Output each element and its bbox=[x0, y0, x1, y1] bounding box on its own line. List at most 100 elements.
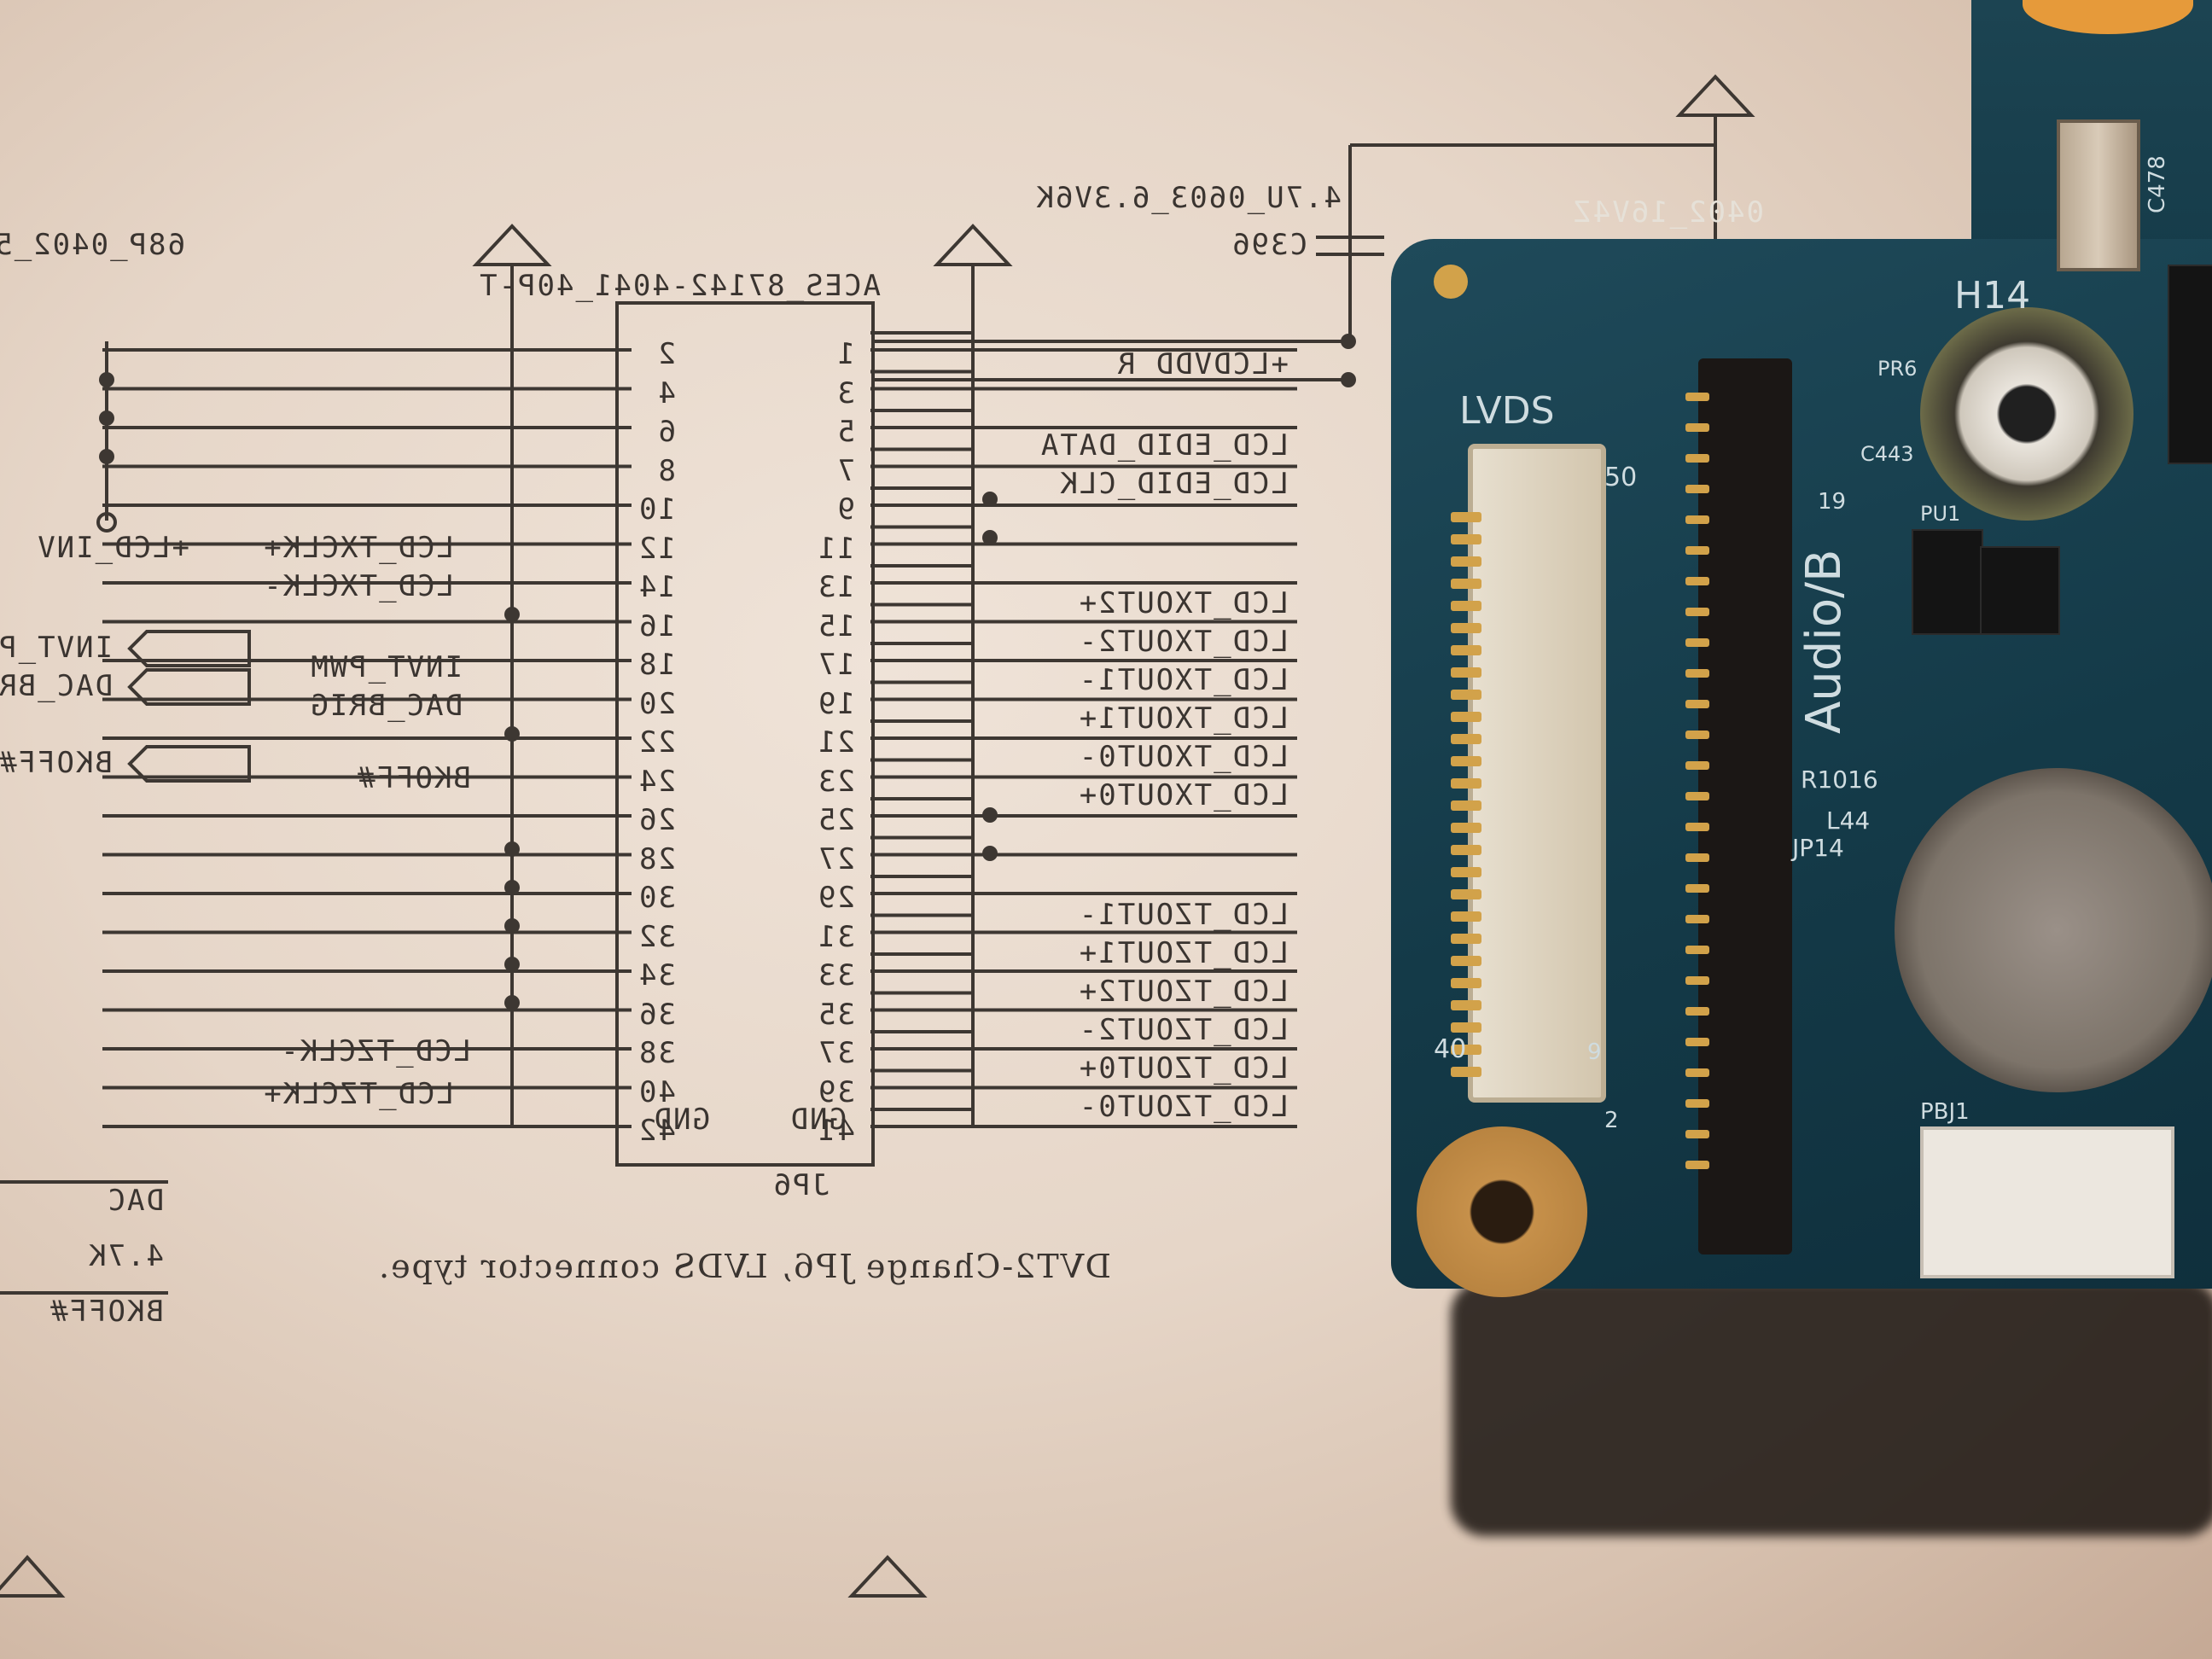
silk-pbj1: PBJ1 bbox=[1920, 1099, 1970, 1125]
silk-audio-b: Audio/B bbox=[1796, 549, 1852, 734]
pin-number-even: 28 bbox=[637, 841, 676, 876]
fpc-pin bbox=[1685, 454, 1709, 463]
connector-pin bbox=[1451, 1067, 1481, 1077]
lvds-connector-white[interactable] bbox=[1468, 444, 1606, 1103]
bottom-left-label: DAC bbox=[106, 1184, 164, 1218]
junction-dot bbox=[1341, 334, 1356, 349]
fpc-pin bbox=[1685, 946, 1709, 954]
pin-number-even: 12 bbox=[637, 531, 676, 566]
junction-dot bbox=[982, 807, 998, 823]
connector-pin bbox=[1451, 1045, 1481, 1055]
connector-pin bbox=[1451, 734, 1481, 744]
pin-number-even: 40 bbox=[637, 1074, 676, 1109]
fpc-pin bbox=[1685, 823, 1709, 831]
junction-dot bbox=[982, 530, 998, 545]
fpc-pin bbox=[1685, 792, 1709, 800]
signal-label-right: LCD_TZOUT1+ bbox=[1077, 936, 1289, 970]
connector-pin bbox=[1451, 601, 1481, 611]
mounting-hole bbox=[1417, 1126, 1587, 1297]
pin-number-odd: 33 bbox=[817, 958, 855, 992]
signal-label-left: LCD_TZCLK- bbox=[279, 1034, 471, 1068]
connector-ref-label: JP6 bbox=[771, 1168, 830, 1202]
silk-c443: C443 bbox=[1860, 442, 1914, 466]
pin-number-even: 42 bbox=[637, 1114, 676, 1148]
silk-pin9: 9 bbox=[1587, 1039, 1602, 1065]
pin-number-odd: 15 bbox=[817, 608, 855, 643]
pin-number-even: 36 bbox=[637, 997, 676, 1032]
fpc-pin bbox=[1685, 976, 1709, 985]
silk-lvds: LVDS bbox=[1459, 389, 1555, 433]
pin-number-even: 26 bbox=[637, 803, 676, 837]
junction-dot bbox=[504, 726, 520, 742]
pin-number-even: 34 bbox=[637, 958, 676, 992]
fpc-pin bbox=[1685, 577, 1709, 585]
pin-number-even: 14 bbox=[637, 570, 676, 604]
connector-pin bbox=[1451, 556, 1481, 567]
connector-pin bbox=[1451, 823, 1481, 833]
connector-pin bbox=[1451, 534, 1481, 544]
power-triangle-left bbox=[472, 224, 552, 266]
junction-dot bbox=[982, 846, 998, 861]
fpc-connector-black[interactable] bbox=[1698, 358, 1792, 1254]
silk-pu1: PU1 bbox=[1920, 502, 1961, 526]
pin-number-odd: 35 bbox=[817, 997, 855, 1032]
signal-label-left: LCD_TXCLK- bbox=[262, 569, 454, 603]
signal-label-right: LCD_EDID_CLK bbox=[1058, 467, 1289, 501]
fpc-pin bbox=[1685, 1038, 1709, 1046]
signal-label-right: LCD_TXOUT2+ bbox=[1077, 586, 1289, 620]
connector-pin bbox=[1451, 512, 1481, 522]
junction-dot bbox=[504, 995, 520, 1010]
junction-dot bbox=[99, 449, 114, 464]
junction-dot bbox=[982, 492, 998, 507]
pin-number-even: 18 bbox=[637, 648, 676, 682]
silk-pin2: 2 bbox=[1604, 1108, 1619, 1133]
junction-dot bbox=[504, 957, 520, 972]
fpc-pin bbox=[1685, 515, 1709, 524]
power-triangle-right bbox=[933, 224, 1013, 266]
connector-pin bbox=[1451, 756, 1481, 766]
connector-pin bbox=[1451, 645, 1481, 655]
fpc-pin bbox=[1685, 700, 1709, 708]
fpc-pin bbox=[1685, 485, 1709, 493]
junction-dot bbox=[99, 410, 114, 426]
pin-number-odd: 7 bbox=[835, 453, 855, 488]
fpc-pin bbox=[1685, 915, 1709, 923]
signal-label-right: LCD_TXOUT0- bbox=[1077, 740, 1289, 774]
fpc-pin bbox=[1685, 1130, 1709, 1138]
signal-label-right: LCD_TZOUT2- bbox=[1077, 1013, 1289, 1047]
fpc-pin bbox=[1685, 1068, 1709, 1077]
connector-pin bbox=[1451, 911, 1481, 922]
junction-dot bbox=[504, 918, 520, 934]
fpc-pin bbox=[1685, 638, 1709, 647]
silk-pr6: PR6 bbox=[1877, 357, 1918, 381]
signal-label-left: LCD_TXCLK+ bbox=[262, 531, 454, 565]
signal-label-right: LCD_TZOUT0+ bbox=[1077, 1051, 1289, 1086]
silk-c478: C478 bbox=[2145, 155, 2170, 213]
fpc-pin bbox=[1685, 761, 1709, 770]
signal-label-left: +LCD_INV bbox=[36, 531, 189, 565]
pin-number-even: 2 bbox=[656, 337, 676, 371]
pin-number-odd: 23 bbox=[817, 764, 855, 799]
silk-jp14: JP14 bbox=[1792, 834, 1844, 862]
signal-label-right: LCD_EDID_DATA bbox=[1039, 428, 1289, 463]
battery-plug-pbj1[interactable] bbox=[1920, 1126, 2174, 1278]
signal-label-right: LCD_TZOUT1- bbox=[1077, 898, 1289, 932]
junction-dot bbox=[99, 372, 114, 387]
pin-number-odd: 21 bbox=[817, 725, 855, 760]
signal-label-right: LCD_TXOUT2- bbox=[1077, 625, 1289, 659]
signal-label-right: LCD_TXOUT1+ bbox=[1077, 701, 1289, 736]
pin-number-even: 4 bbox=[656, 375, 676, 410]
silk-pin50: 50 bbox=[1604, 463, 1638, 492]
pin-number-even: 32 bbox=[637, 919, 676, 954]
connector-pin bbox=[1451, 978, 1481, 988]
connector-pin bbox=[1451, 1000, 1481, 1010]
pin-number-odd: 39 bbox=[817, 1074, 855, 1109]
pin-number-odd: 1 bbox=[835, 337, 855, 371]
junction-dot bbox=[504, 841, 520, 857]
pin-number-odd: 31 bbox=[817, 919, 855, 954]
junction-dot bbox=[504, 880, 520, 895]
connector-part-label: ACES_87142-4041_40P-T bbox=[478, 269, 881, 303]
connector-pin bbox=[1451, 690, 1481, 700]
